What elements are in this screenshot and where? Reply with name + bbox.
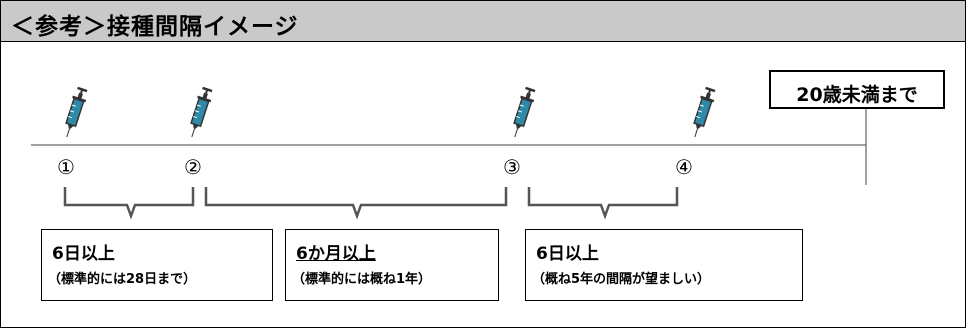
header-bar: ＜参考＞接種間隔イメージ — [1, 1, 965, 42]
interval-brace-2 — [204, 187, 508, 220]
interval-3-title: 6日以上 — [536, 244, 599, 264]
age-limit-label: 20歳未満まで — [796, 84, 918, 106]
dose-marker-2: ② — [184, 155, 202, 179]
interval-brace-1 — [63, 187, 195, 220]
interval-2-note: （標準的には概ね1年） — [292, 272, 432, 287]
interval-box-3: 6日以上 （概ね5年の間隔が望ましい） — [525, 229, 803, 301]
age-limit-box: 20歳未満まで — [769, 70, 945, 109]
dose-marker-3: ③ — [503, 155, 521, 179]
timeline-diagram: ① ② ③ ④ — [31, 86, 867, 220]
interval-box-1: 6日以上 （標準的には28日まで） — [41, 229, 273, 301]
syringe-icon — [183, 86, 216, 141]
interval-1-title: 6日以上 — [52, 244, 115, 264]
interval-brace-3 — [527, 187, 679, 220]
interval-1-note: （標準的には28日まで） — [48, 272, 197, 287]
dose-marker-4: ④ — [675, 155, 693, 179]
interval-3-note: （概ね5年の間隔が望ましい） — [532, 272, 711, 287]
syringe-icon — [686, 86, 719, 141]
interval-box-2: 6か月以上 （標準的には概ね1年） — [285, 229, 499, 301]
dose-marker-1: ① — [57, 155, 75, 179]
syringe-icon — [58, 86, 91, 141]
interval-2-title: 6か月以上 — [296, 244, 376, 264]
syringe-icon — [506, 86, 539, 141]
page-title: ＜参考＞接種間隔イメージ — [11, 14, 299, 40]
